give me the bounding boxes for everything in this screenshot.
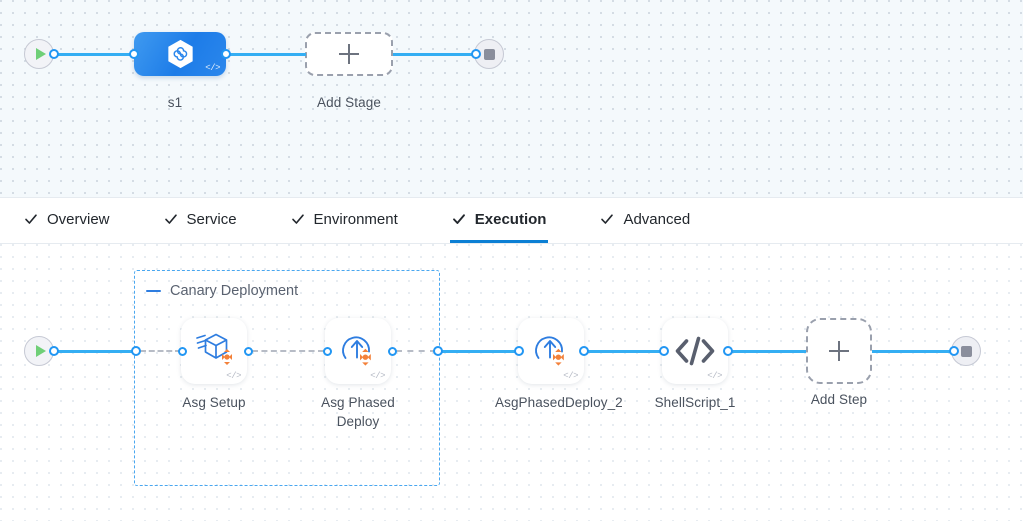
tab-execution-label: Execution (474, 210, 547, 228)
tab-environment[interactable]: Environment (289, 198, 400, 243)
tab-execution[interactable]: Execution (449, 198, 549, 243)
add-stage-label: Add Stage (317, 95, 381, 110)
execution-start-connector[interactable] (49, 346, 59, 356)
tab-advanced[interactable]: Advanced (598, 198, 692, 243)
asg-deploy-icon (342, 336, 371, 366)
asg-deploy-icon (535, 336, 564, 366)
step-label-shellscript-1: ShellScript_1 (654, 395, 736, 410)
tab-overview[interactable]: Overview (22, 198, 112, 243)
edge-step3-to-step4 (586, 349, 660, 353)
step-code-badge: </> (563, 371, 578, 381)
check-icon (25, 214, 37, 224)
step-group-header[interactable]: Canary Deployment (146, 283, 298, 299)
step-code-badge: </> (707, 371, 722, 381)
edge-start-to-stage (56, 52, 138, 56)
tab-environment-label: Environment (313, 210, 398, 228)
step-node-shellscript-1[interactable]: </> (662, 318, 728, 384)
step-label-asg-phased-deploy: Asg Phased Deploy (321, 395, 395, 429)
step1-output-connector[interactable] (244, 346, 253, 356)
edge-addstep-to-end (872, 349, 956, 353)
add-stage-button[interactable] (305, 32, 393, 76)
plus-icon (339, 44, 359, 64)
step3-input-connector[interactable] (514, 346, 524, 356)
stage-config-tabs: Overview Service Environment Execution A (0, 197, 1023, 244)
tab-service-label: Service (186, 210, 237, 228)
edge-step1-to-step2 (252, 350, 324, 352)
edge-step2-to-group-exit (396, 350, 436, 352)
shell-script-icon (675, 336, 715, 366)
step-group-canary-deployment[interactable] (134, 270, 440, 486)
edge-stage-to-addstage (226, 52, 306, 56)
asg-setup-icon (196, 333, 232, 365)
check-icon (452, 214, 465, 224)
tab-service[interactable]: Service (162, 198, 239, 243)
stage-output-connector[interactable] (221, 49, 231, 59)
stage-node-s1[interactable]: </> (134, 32, 226, 76)
step2-input-connector[interactable] (323, 346, 332, 356)
step-node-asg-phased-deploy[interactable]: </> (325, 318, 391, 384)
step-code-badge: </> (370, 371, 385, 381)
step-label-asg-setup: Asg Setup (182, 395, 246, 410)
pipeline-end-connector[interactable] (471, 49, 481, 59)
step-group-title: Canary Deployment (170, 283, 299, 299)
step-label-asgphaseddeploy-2: AsgPhasedDeploy_2 (495, 395, 623, 410)
step3-output-connector[interactable] (579, 346, 589, 356)
pipeline-start-connector[interactable] (49, 49, 59, 59)
add-step-label: Add Step (810, 392, 868, 407)
execution-end-connector[interactable] (949, 346, 959, 356)
step1-input-connector[interactable] (178, 346, 187, 356)
edge-addstage-to-end (393, 52, 478, 56)
add-step-button[interactable] (806, 318, 872, 384)
stage-code-badge: </> (205, 63, 220, 73)
play-icon (35, 345, 46, 357)
step-node-asgphaseddeploy-2[interactable]: </> (518, 318, 584, 384)
stop-icon (483, 48, 495, 60)
check-icon (601, 214, 614, 224)
stop-icon (960, 345, 972, 357)
stage-label: s1 (167, 95, 183, 110)
group-exit-connector[interactable] (433, 346, 443, 356)
step-code-badge: </> (226, 371, 241, 381)
deployment-hexagon-icon (167, 39, 193, 69)
edge-group-to-step3 (440, 349, 518, 353)
tab-advanced-label: Advanced (623, 210, 691, 228)
step4-input-connector[interactable] (659, 346, 669, 356)
edge-start-to-group (56, 349, 136, 353)
check-icon (164, 214, 177, 224)
edge-step4-to-addstep (730, 349, 807, 353)
check-icon (291, 214, 304, 224)
group-entry-connector[interactable] (131, 346, 141, 356)
step2-output-connector[interactable] (388, 346, 397, 356)
play-icon (35, 48, 46, 60)
minus-icon[interactable] (146, 289, 161, 293)
step-node-asg-setup[interactable]: </> (181, 318, 247, 384)
stage-input-connector[interactable] (129, 49, 139, 59)
tab-overview-label: Overview (47, 210, 110, 228)
plus-icon (829, 341, 849, 361)
stage-canvas[interactable]: </> s1 Add Stage (0, 0, 1023, 197)
edge-group-entry-to-step1 (140, 350, 181, 352)
step4-output-connector[interactable] (723, 346, 733, 356)
